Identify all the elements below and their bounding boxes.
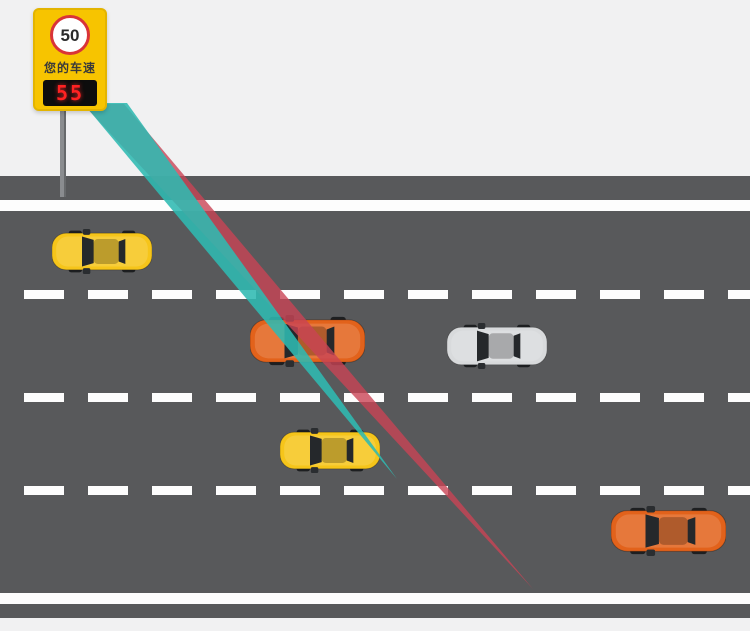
- lane-divider-2: [0, 393, 750, 402]
- sign-label: 您的车速: [43, 61, 96, 75]
- car-icon: [280, 428, 380, 473]
- measured-speed-value: 55: [55, 81, 85, 105]
- speed-feedback-sign: 50 您的车速 55: [33, 8, 107, 111]
- car-orange-2: [611, 506, 726, 556]
- speed-limit-value: 50: [60, 25, 80, 45]
- speed-limit-icon: 50: [50, 15, 90, 55]
- road-edge-line-top: [0, 200, 750, 211]
- road-edge-line-bottom: [0, 593, 750, 604]
- lane-divider-1: [0, 290, 750, 299]
- car-icon: [52, 229, 152, 274]
- car-icon: [611, 506, 726, 556]
- car-icon: [250, 315, 365, 367]
- lane-divider-3: [0, 486, 750, 495]
- car-icon: [447, 323, 547, 369]
- car-orange-1: [250, 315, 365, 367]
- sign-pole: [60, 105, 66, 197]
- car-yellow-1: [52, 229, 152, 274]
- car-silver-1: [447, 323, 547, 369]
- led-panel: 55: [43, 80, 97, 106]
- car-yellow-2: [280, 428, 380, 473]
